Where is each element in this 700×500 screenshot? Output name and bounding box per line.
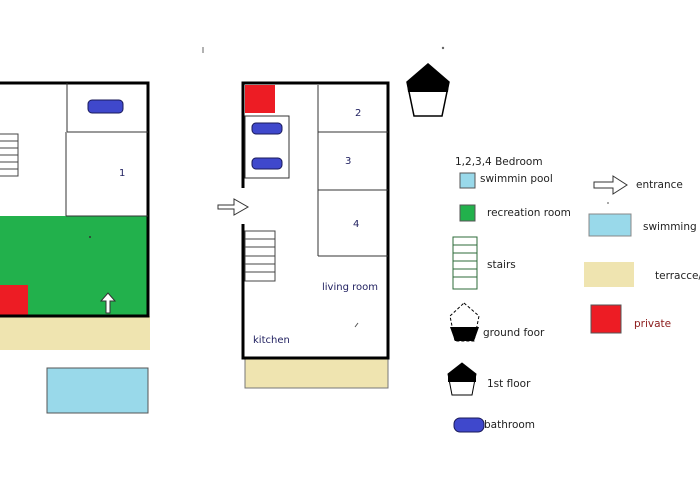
stairs-icon — [0, 133, 19, 177]
legend-recreation-label: recreation room — [487, 207, 571, 219]
legend-entrance-arrow-icon — [593, 175, 628, 195]
legend-stairs-icon — [452, 236, 478, 290]
legend-pool-swatch — [459, 172, 476, 189]
swimming-pool-area — [46, 367, 149, 414]
room-number-2: 2 — [355, 108, 361, 119]
legend-private-label: private — [634, 318, 671, 330]
first-floor-plan: 2 3 4 living room kitchen — [217, 81, 390, 389]
private-area — [0, 285, 28, 316]
legend-private-swatch — [590, 304, 622, 334]
living-room-label: living room — [322, 282, 378, 293]
legend-pool-right-label: swimming p — [643, 221, 700, 233]
entrance-arrow-icon — [217, 198, 250, 216]
legend-bedroom-label: 1,2,3,4 Bedroom — [455, 156, 543, 168]
kitchen-label: kitchen — [253, 335, 290, 346]
outer-wall — [0, 81, 150, 318]
bathroom-icon — [251, 157, 283, 170]
legend-terrace-label: terracce/ — [655, 270, 700, 282]
legend-pool-right-swatch — [588, 213, 632, 237]
ground-floor-plan: 1 — [0, 81, 150, 414]
private-area — [245, 85, 275, 113]
terrace-area — [0, 316, 150, 350]
room-number-1: 1 — [119, 168, 125, 179]
bathroom-icon — [251, 122, 283, 135]
legend-first-floor-label: 1st floor — [487, 378, 531, 390]
floor-symbol-icon — [406, 63, 450, 117]
legend-ground-floor-label: ground foor — [483, 327, 545, 339]
legend-stairs-label: stairs — [487, 259, 516, 271]
legend-terrace-swatch — [584, 262, 634, 287]
legend: 1,2,3,4 Bedroom swimmin pool recreation … — [447, 156, 700, 433]
room-number-4: 4 — [353, 219, 359, 230]
room-number-3: 3 — [345, 156, 351, 167]
terrace-area — [244, 357, 389, 389]
bathroom-icon — [87, 99, 124, 114]
legend-bathroom-label: bathroom — [484, 419, 535, 431]
ground-floor-icon — [449, 302, 480, 342]
stairs-icon — [244, 230, 276, 282]
legend-recreation-swatch — [459, 204, 476, 222]
first-floor-icon — [447, 362, 477, 396]
bathroom-block — [244, 115, 290, 179]
legend-bathroom-icon — [453, 417, 485, 433]
entrance-arrow-icon — [99, 292, 117, 314]
legend-pool-label: swimmin pool — [480, 173, 553, 185]
legend-entrance-label: entrance — [636, 179, 683, 191]
